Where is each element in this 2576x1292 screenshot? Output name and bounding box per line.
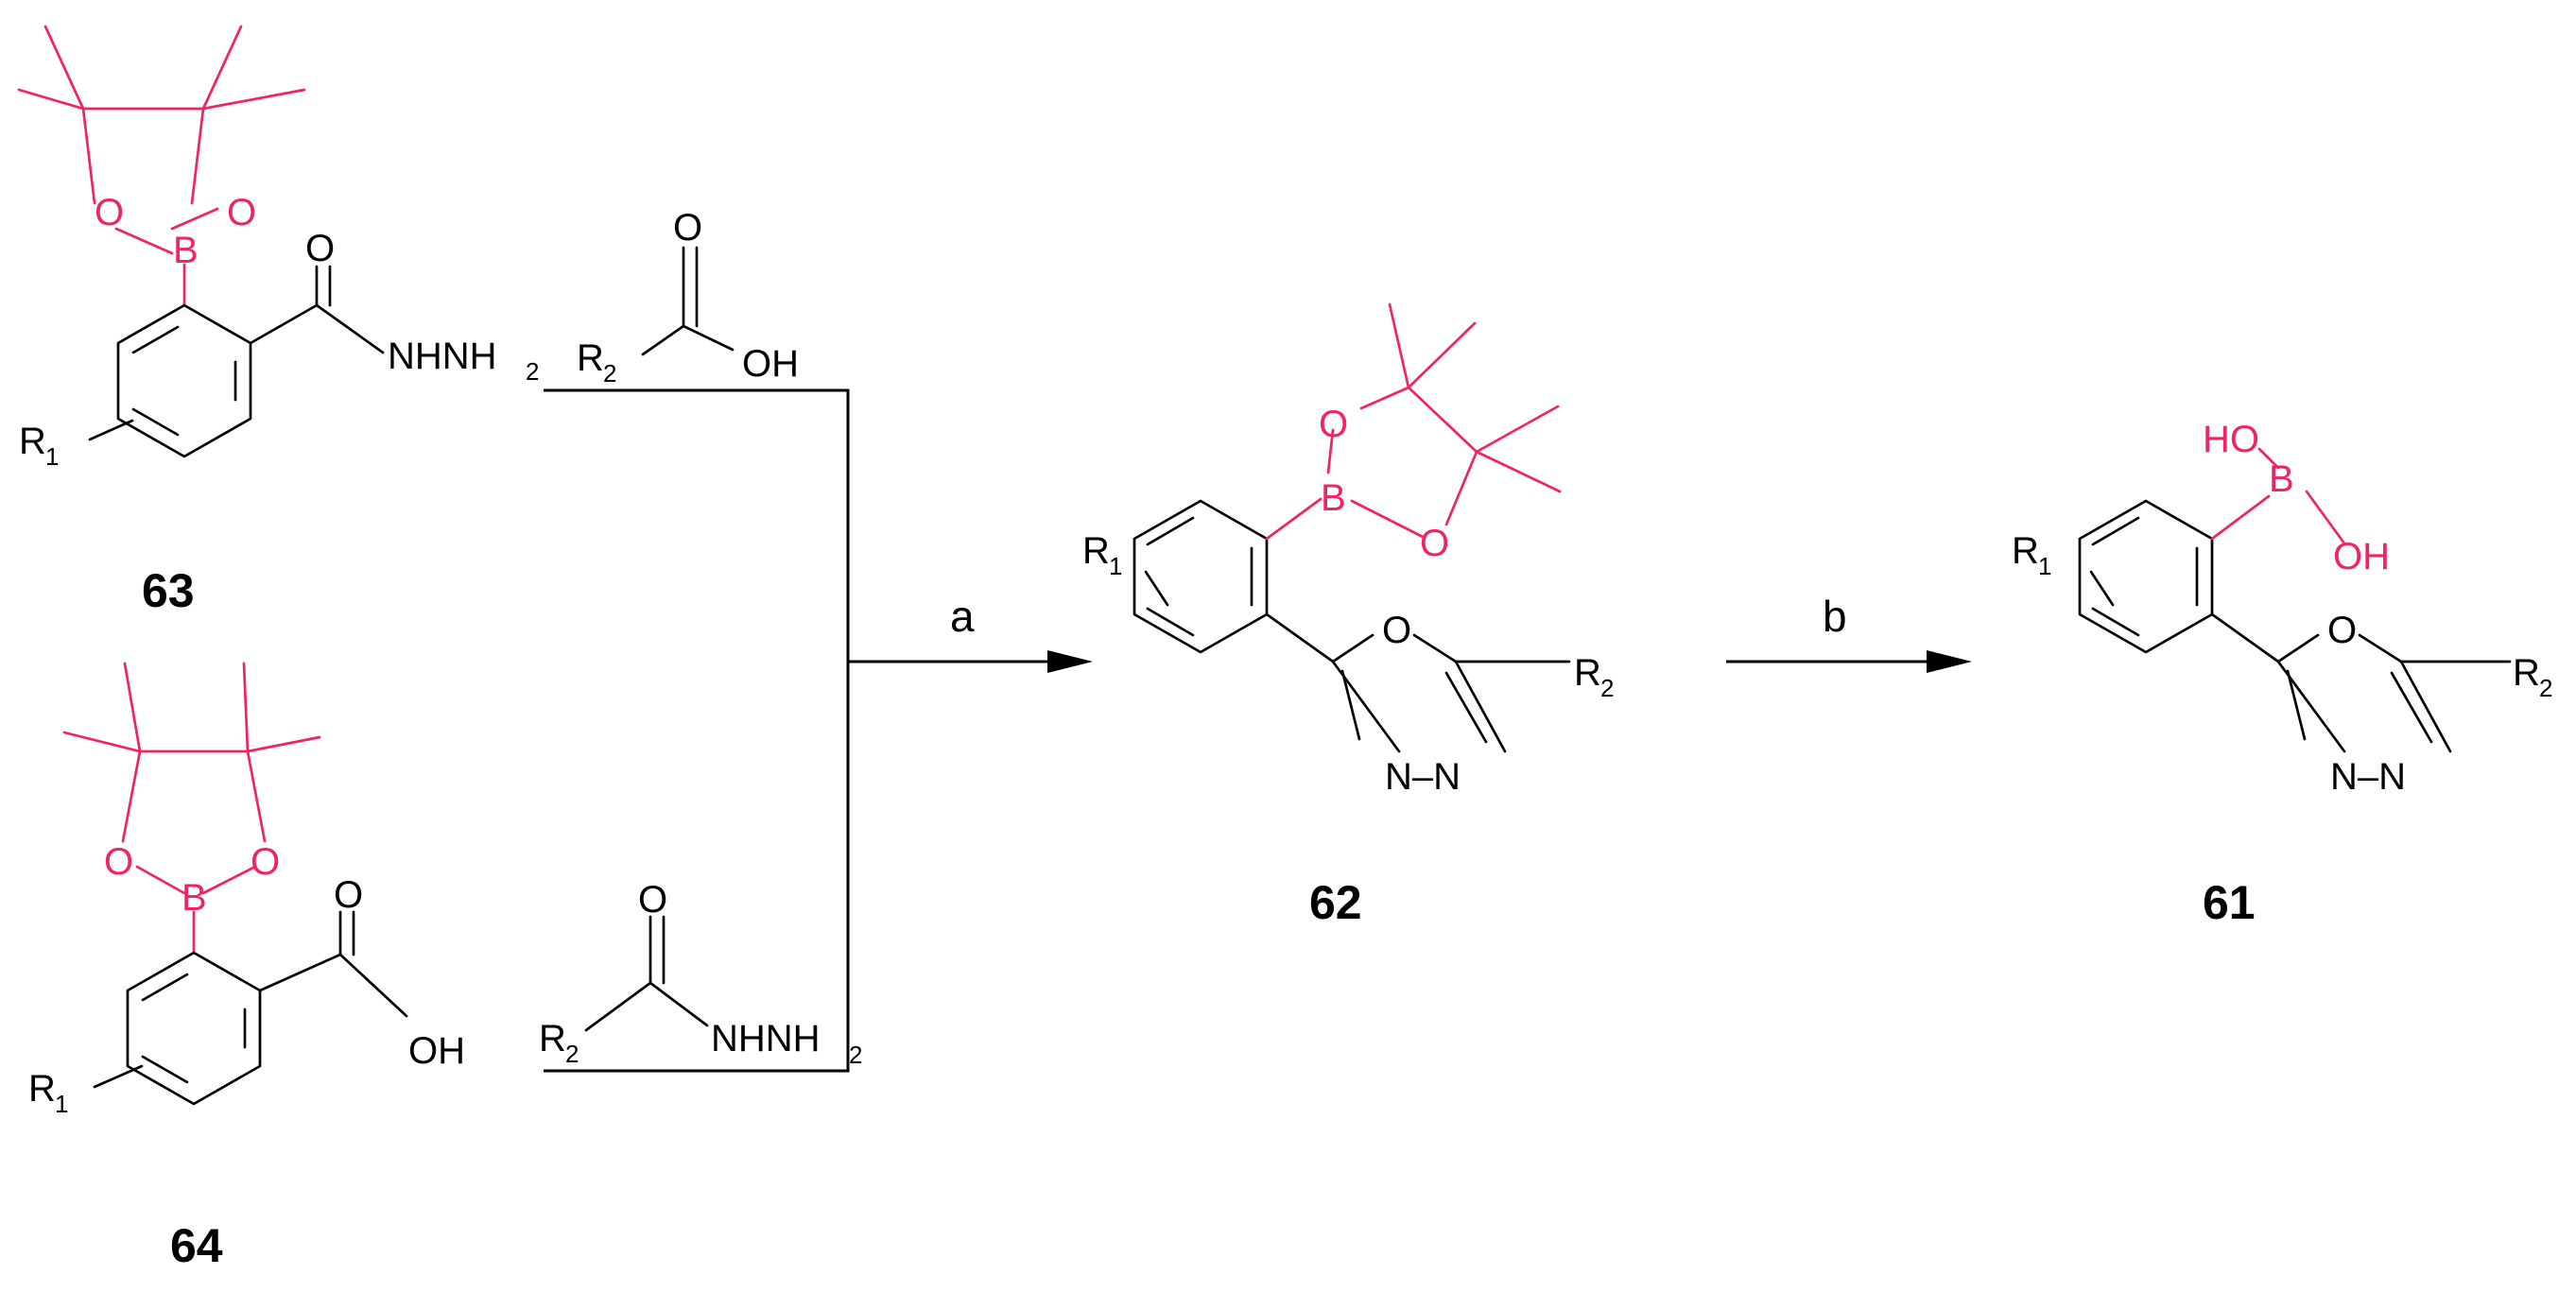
oxygen-atom: O [2327, 610, 2357, 651]
subscript: 2 [849, 1041, 862, 1069]
subscript: 2 [526, 357, 539, 386]
reagent-hydrazide: O NHNH 2 R 2 [539, 879, 862, 1069]
oxygen-atom: O [251, 841, 280, 883]
boron-atom: B [173, 230, 199, 271]
benzene-ring-62 [1132, 499, 1269, 654]
oxygen-atom: O [95, 192, 124, 233]
oxadiazole-ring-62: O N–N [1265, 610, 1571, 798]
r2-substituent: R [2513, 652, 2540, 694]
hydroxyl-group: OH [742, 343, 799, 385]
subscript: 1 [1109, 552, 1122, 580]
pinacol-boronate-64: O O B [62, 662, 321, 955]
benzene-ring-64 [93, 951, 262, 1106]
hydrazide-63: O NHNH 2 [249, 228, 539, 386]
oxygen-atom: O [227, 192, 256, 233]
reagent-carboxylic-acid: O OH R 2 [577, 207, 799, 388]
condition-label-a: a [950, 592, 975, 641]
subscript: 2 [2539, 674, 2552, 702]
oxygen-atom: O [104, 841, 133, 883]
boron-atom: B [1321, 477, 1346, 519]
oxadiazole-ring-61: O N–N [2210, 610, 2512, 798]
oxygen-atom: O [1382, 610, 1411, 651]
diazole-nitrogens: N–N [1385, 756, 1461, 798]
compound-label-64: 64 [170, 1219, 223, 1272]
compound-label-62: 62 [1309, 876, 1362, 929]
r1-substituent: R [2012, 530, 2039, 572]
r2-substituent: R [1574, 652, 1601, 694]
subscript: 2 [603, 359, 616, 388]
compound-63: O O B O NHNH 2 R 1 63 [17, 25, 539, 617]
pinacol-boronate-63: O O B [17, 25, 306, 307]
combining-bracket [544, 388, 850, 1073]
benzene-ring-61 [2078, 499, 2214, 654]
hydroxyl-group: OH [408, 1030, 465, 1072]
boron-atom: B [182, 877, 207, 919]
oxygen-atom: O [305, 228, 335, 269]
subscript: 1 [55, 1090, 68, 1118]
subscript: 1 [45, 442, 59, 471]
compound-61: B HO OH O N–N R 1 R 2 61 [2012, 419, 2552, 929]
r1-substituent: R [28, 1068, 56, 1110]
benzene-ring-63 [88, 303, 252, 458]
oxygen-atom: O [334, 874, 363, 916]
reaction-arrow-a: a [848, 592, 1093, 673]
reaction-arrow-b: b [1726, 592, 1972, 673]
hydrazide-nhnh: NHNH [388, 336, 497, 377]
compound-64: O O B O OH R 1 64 [28, 662, 465, 1272]
hydroxyl-group: OH [2333, 536, 2390, 577]
subscript: 1 [2038, 552, 2051, 580]
boron-atom: B [2269, 458, 2294, 500]
r1-substituent: R [1082, 530, 1110, 572]
compound-label-63: 63 [142, 564, 195, 617]
boronic-acid-61: B HO OH [2203, 419, 2390, 577]
hydroxyl-group: HO [2203, 419, 2259, 460]
oxygen-atom: O [1319, 404, 1348, 445]
oxygen-atom: O [673, 207, 702, 249]
compound-label-61: 61 [2203, 876, 2256, 929]
diazole-nitrogens: N–N [2330, 756, 2406, 798]
oxygen-atom: O [638, 879, 667, 921]
carboxylic-acid-64: O OH [258, 874, 465, 1072]
compound-62: O O B O N–N R 1 R 2 62 [1082, 302, 1614, 929]
subscript: 2 [1600, 674, 1614, 702]
r1-substituent: R [19, 421, 46, 462]
r2-substituent: R [539, 1018, 566, 1059]
condition-label-b: b [1823, 592, 1847, 641]
subscript: 2 [565, 1040, 579, 1068]
pinacol-boronate-62: O O B [1265, 302, 1562, 564]
oxygen-atom: O [1420, 523, 1449, 564]
r2-substituent: R [577, 337, 604, 379]
hydrazide-nhnh: NHNH [711, 1018, 821, 1059]
